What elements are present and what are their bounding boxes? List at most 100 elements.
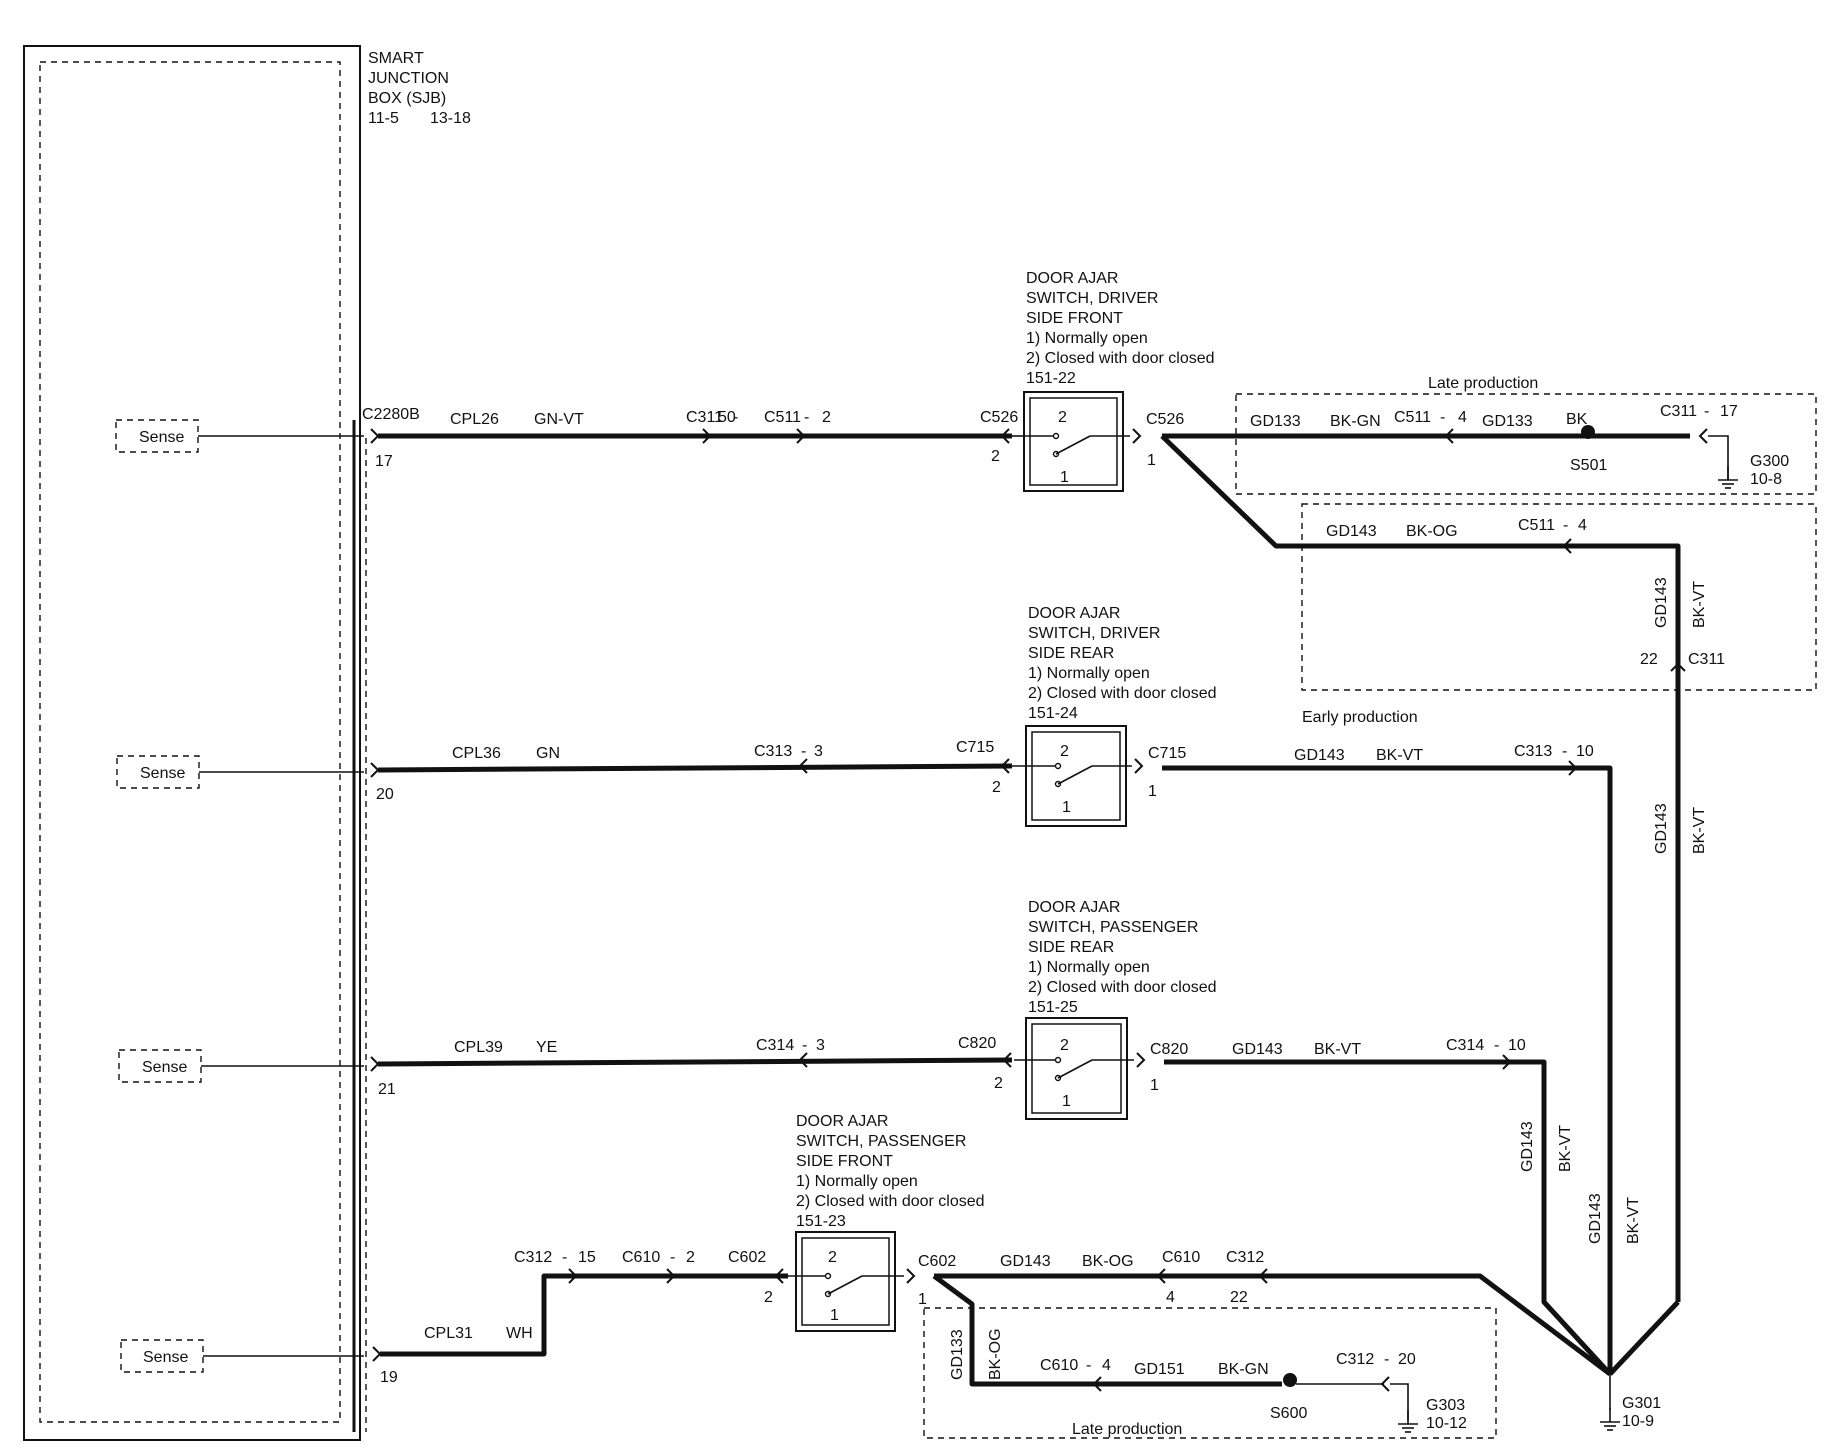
ground-g303: G303 [1426, 1397, 1465, 1414]
circuit-label-cpl26: CPL26 [450, 411, 499, 428]
switch-title-line-3: SIDE REAR [1028, 939, 1114, 956]
switch-pin-1: 1 [1060, 469, 1069, 486]
connector-c311: C311 [1660, 403, 1697, 420]
late-production-label: Late production [1072, 1421, 1182, 1438]
switch-title-line-1: DOOR AJAR [1028, 605, 1120, 622]
switch-right-pin: 1 [1150, 1077, 1159, 1094]
switch-left-pin: 2 [994, 1075, 1003, 1092]
switch-note-1: 1) Normally open [1028, 665, 1150, 682]
connector-c312-pin: 22 [1230, 1289, 1248, 1306]
wire-color-bk-og: BK-OG [1406, 523, 1458, 540]
switch-pin-2: 2 [1060, 1037, 1069, 1054]
circuit-label-gd143: GD143 [1326, 523, 1377, 540]
sense-label: Sense [142, 1059, 187, 1076]
connector-c610-pin: 2 [686, 1249, 695, 1266]
sjb-ref-2: 13-18 [430, 110, 471, 127]
connector-c311: C311 [686, 409, 723, 426]
sjb-pin-arrow [370, 428, 379, 444]
circuit-label-cpl36: CPL36 [452, 745, 501, 762]
vertical-color-bk-vt: BK-VT [1691, 581, 1708, 628]
vertical-color-bk-vt-2: BK-VT [1691, 807, 1708, 854]
circuit-row-4: 19 CPL31 WH C312 - 15 C610 - 2 [372, 1249, 788, 1386]
switch-note-2: 2) Closed with door closed [796, 1193, 985, 1210]
wire-gd143-row-3 [1164, 1059, 1612, 1376]
ground-g300: G300 [1750, 453, 1789, 470]
svg-text:-: - [733, 409, 738, 426]
svg-text:-: - [1440, 409, 1445, 426]
circuit-label-gd133: GD133 [1250, 413, 1301, 430]
switch-left-pin: 2 [991, 448, 1000, 465]
splice-s600 [1283, 1373, 1297, 1387]
ground-icon [1717, 465, 1739, 489]
vertical-circuit-gd143: GD143 [1653, 577, 1670, 628]
wire-color-bk-vt: BK-VT [1314, 1041, 1361, 1058]
splice-label-s501: S501 [1570, 457, 1607, 474]
wire-cpl39 [377, 1057, 1013, 1067]
ground-g301-group: G301 10-9 [1599, 1300, 1680, 1431]
connector-c311-pin: 17 [1720, 403, 1738, 420]
svg-text:-: - [801, 743, 806, 760]
switch-left-pin: 2 [992, 779, 1001, 796]
svg-text:-: - [1563, 517, 1568, 534]
vertical-circuit-gd133: GD133 [949, 1329, 966, 1380]
connector-c313-pin: 10 [1576, 743, 1594, 760]
connector-c312-pin: 20 [1398, 1351, 1416, 1368]
sense-box-3: Sense [118, 1049, 364, 1083]
switch-note-2: 2) Closed with door closed [1028, 979, 1217, 996]
svg-text:-: - [562, 1249, 567, 1266]
switch-right-connector: C820 [1150, 1041, 1188, 1058]
connector-c610: C610 [622, 1249, 660, 1266]
sjb-inner-dashed-border [39, 61, 341, 1423]
switch-title-line-2: SWITCH, PASSENGER [1028, 919, 1198, 936]
svg-text:-: - [1086, 1357, 1091, 1374]
switch-note-1: 1) Normally open [1028, 959, 1150, 976]
ground-run-row-3: GD143 BK-VT C314 - 10 GD143 BK-VT GD143 … [1164, 1037, 1642, 1376]
switch-left-connector: C820 [958, 1035, 996, 1052]
connector-c511: C511 [1518, 517, 1555, 534]
switch-pin-2: 2 [828, 1249, 837, 1266]
vertical-color-bk-vt-main: BK-VT [1625, 1197, 1642, 1244]
svg-text:-: - [804, 409, 809, 426]
wire-color-bk-og: BK-OG [1082, 1253, 1134, 1270]
late-production-label: Late production [1428, 375, 1538, 392]
circuit-label-gd143: GD143 [1232, 1041, 1283, 1058]
sense-label: Sense [143, 1349, 188, 1366]
switch-title-line-1: DOOR AJAR [796, 1113, 888, 1130]
connector-c610: C610 [1040, 1357, 1078, 1374]
svg-text:-: - [1494, 1037, 1499, 1054]
late-production-group-1: Late production GD133 BK-GN C511 - 4 GD1… [1162, 375, 1817, 495]
circuit-row-2: 20 CPL36 GN C313 - 3 [370, 743, 1013, 803]
switch-title-line-2: SWITCH, DRIVER [1028, 625, 1160, 642]
wire-color-bk-vt: BK-VT [1376, 747, 1423, 764]
wire-color-ye: YE [536, 1039, 557, 1056]
sjb-title-line-1: SMART [368, 50, 424, 67]
switch-note-2: 2) Closed with door closed [1028, 685, 1217, 702]
connector-c313: C313 [754, 743, 792, 760]
switch-right-pin: 1 [1147, 452, 1156, 469]
connector-c314: C314 [756, 1037, 794, 1054]
connector-c314-pin: 10 [1508, 1037, 1526, 1054]
door-ajar-switch-passenger-front: DOOR AJAR SWITCH, PASSENGER SIDE FRONT 1… [728, 1113, 985, 1332]
switch-title-line-2: SWITCH, PASSENGER [796, 1133, 966, 1150]
switch-ref: 151-23 [796, 1213, 846, 1230]
sjb-outer-border [23, 45, 361, 1441]
vertical-circuit-gd143: GD143 [1519, 1121, 1536, 1172]
vertical-color-bk-vt: BK-VT [1557, 1125, 1574, 1172]
wire-gd133-gd151 [932, 1273, 1282, 1387]
wire-gd143-row-2 [1162, 765, 1613, 1374]
sjb-pin-21: 21 [378, 1081, 396, 1098]
connector-c312: C312 [514, 1249, 552, 1266]
sense-label: Sense [140, 765, 185, 782]
switch-title-line-3: SIDE REAR [1028, 645, 1114, 662]
connector-c511: C511 [764, 409, 801, 426]
switch-title-line-2: SWITCH, DRIVER [1026, 290, 1158, 307]
connector-c511-pin: 2 [822, 409, 831, 426]
sjb-title-line-3: BOX (SJB) [368, 90, 446, 107]
vertical-circuit-gd143-main: GD143 [1587, 1193, 1604, 1244]
sense-box-2: Sense [116, 755, 364, 789]
svg-text:-: - [670, 1249, 675, 1266]
svg-text:-: - [1562, 743, 1567, 760]
circuit-label-gd143: GD143 [1294, 747, 1345, 764]
circuit-label-gd143: GD143 [1000, 1253, 1051, 1270]
